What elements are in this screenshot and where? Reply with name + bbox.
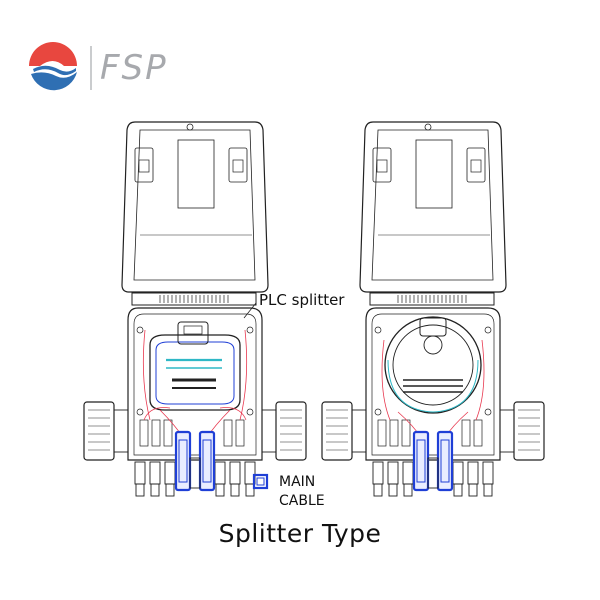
plc-splitter-label: PLC splitter xyxy=(259,291,345,309)
plc-leader-line xyxy=(243,302,257,319)
fsp-logo-icon xyxy=(29,42,92,92)
main-cable-label: MAIN CABLE xyxy=(279,473,325,511)
logo-wordmark: FSP xyxy=(100,48,168,88)
main-cable-marker-icon xyxy=(252,473,269,490)
splitter-box-spool-view xyxy=(321,121,545,497)
splitter-box-plc-view xyxy=(83,121,307,497)
figure-caption: Splitter Type xyxy=(218,519,382,548)
main-cable-label-line2: CABLE xyxy=(279,493,325,509)
main-cable-label-line1: MAIN xyxy=(279,474,316,490)
